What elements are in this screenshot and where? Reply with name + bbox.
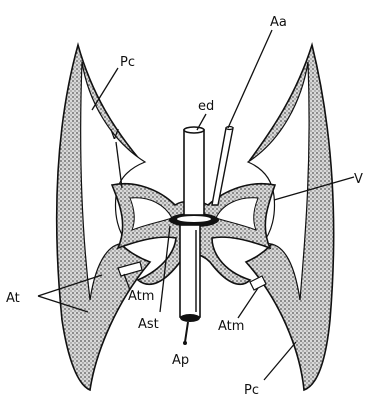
label-v-right: V: [354, 172, 363, 187]
leader-aa: [228, 30, 272, 128]
leader-atm-right: [238, 288, 258, 318]
ap-stalk: [185, 322, 188, 342]
label-atm-left: Atm: [128, 289, 154, 304]
atm-right-duct: [250, 276, 266, 290]
label-ap: Ap: [172, 353, 189, 368]
label-pc-bottom: Pc: [244, 383, 259, 398]
label-ast: Ast: [138, 317, 159, 332]
ap-stalk-tip: [183, 341, 187, 345]
label-atm-right: Atm: [218, 319, 244, 334]
upper-tube-top: [184, 127, 204, 133]
central-opening-rim: [177, 216, 211, 222]
lower-tube-end: [180, 314, 200, 322]
label-v-left: V: [110, 128, 119, 143]
leader-pc-top: [92, 68, 118, 110]
upper-tube: [184, 130, 204, 215]
label-at: At: [6, 291, 20, 306]
label-aa: Aa: [270, 15, 287, 30]
leader-pc-bottom: [264, 342, 296, 380]
label-pc-top: Pc: [120, 55, 135, 70]
aa-tube-top: [226, 127, 233, 130]
label-ed: ed: [198, 99, 214, 114]
